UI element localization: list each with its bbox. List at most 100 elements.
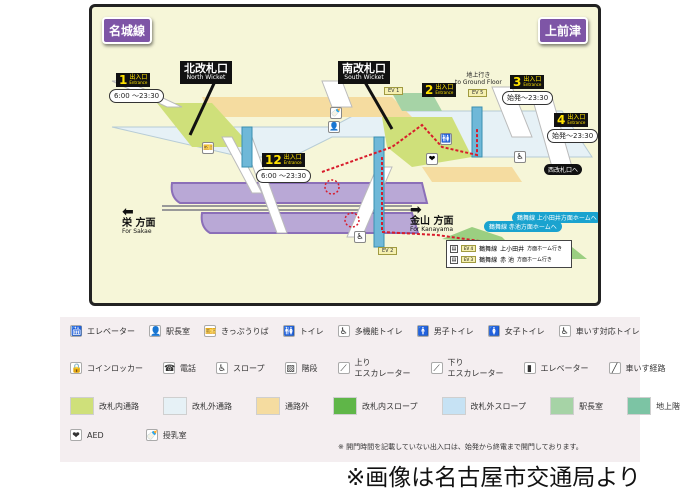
ev-box-row: ▤ EV 4 鶴舞線 上小田井 方面ホーム行き — [450, 244, 562, 253]
exit-4-hours: 始発〜23:30 — [547, 129, 598, 143]
exit-1-hours: 6:00 〜23:30 — [109, 89, 165, 103]
off-limits-area — [202, 97, 412, 117]
legend-label: 改札外通路 — [192, 401, 232, 411]
north-wicket-label: 北改札口 North Wicket — [180, 61, 232, 84]
legend-label: 車いす対応トイレ — [575, 326, 640, 336]
legend-label: 駅長室 — [579, 401, 604, 411]
ev-box-row: ▤ EV 3 鶴舞線 赤 池 方面ホーム行き — [450, 255, 552, 264]
legend-item: 改札外通路 — [163, 397, 232, 415]
image-credit: ※画像は名古屋市交通局より — [346, 465, 641, 491]
legend-label: 上り エスカレーター — [354, 358, 411, 378]
legend-row-other: ❤ AED 🍼 授乳室 — [70, 429, 187, 441]
wheelchair-route-icon: ╱ — [608, 362, 621, 374]
legend-item: 🍼 授乳室 — [145, 429, 187, 441]
legend-item: ❤ AED — [70, 429, 104, 441]
north-wicket-pointer — [188, 76, 219, 136]
nursing-room-icon: 🍼 — [145, 429, 158, 441]
tsurumai-kamiotai-link[interactable]: 鶴舞線 上小田井方面ホームへ — [512, 212, 598, 223]
color-swatch — [550, 397, 575, 415]
ticket-icon: 🎫 — [204, 325, 217, 337]
legend-item: ☎電話 — [163, 362, 196, 374]
elevator-icon: ▤ — [450, 244, 458, 253]
legend-item: 通路外 — [256, 397, 309, 415]
legend-label: 多機能トイレ — [354, 326, 403, 336]
legend-item: ♿ 車いす対応トイレ — [558, 325, 640, 337]
south-wicket-pointer — [360, 76, 394, 130]
ev1-tag: EV 1 — [384, 87, 404, 95]
color-swatch — [627, 397, 652, 415]
slope-icon: ♿ — [354, 231, 366, 243]
legend-label: コインロッカー — [87, 363, 143, 373]
ground-floor-label: 地上行き to Ground Floor — [455, 72, 502, 86]
legend-item: 👤 駅長室 — [149, 325, 190, 337]
legend-row-facilities: 🛗エレベーター👤駅長室🎫きっぷうりば🚻トイレ♿多機能トイレ🚹男子トイレ🚺女子トイ… — [70, 325, 640, 337]
tsurumai-akaike-link[interactable]: 鶴舞線 赤池方面ホームへ — [484, 221, 562, 232]
legend-label: 授乳室 — [162, 430, 187, 440]
exit-3-hours: 始発〜23:30 — [502, 91, 554, 105]
mens-toilet-icon: 🚹 — [416, 325, 429, 337]
multipurpose-toilet-icon: ♿ — [337, 325, 350, 337]
aed-icon: ❤ — [70, 429, 82, 441]
station-office — [392, 93, 442, 111]
legend-item: 🚺 女子トイレ — [487, 325, 545, 337]
color-swatch — [333, 397, 357, 415]
legend-label: 改札内スロープ — [362, 401, 418, 411]
nursing-room-icon: 🍼 — [330, 107, 342, 119]
inside-passage-south — [382, 117, 472, 167]
station-badge: 上前津 — [537, 17, 588, 44]
station-master-icon: 👤 — [328, 121, 340, 133]
legend-item: ▨階段 — [284, 362, 318, 374]
elevator-shaft-icon: ▮ — [523, 362, 536, 374]
aed-icon: ❤ — [426, 153, 438, 165]
legend-label: 地上階 — [656, 401, 681, 411]
ev2-tag: EV 2 — [378, 247, 398, 255]
legend-label: 女子トイレ — [504, 326, 545, 336]
slope-icon: ♿ — [216, 362, 228, 374]
legend-label: 下り エスカレーター — [447, 358, 504, 378]
color-swatch — [256, 397, 280, 415]
womens-toilet-icon: 🚺 — [487, 325, 500, 337]
opening-hours-note: ※ 開門時間を記載していない出入口は、始発から終電まで開門しております。 — [338, 443, 583, 451]
line-badge: 名城線 — [102, 17, 153, 44]
ev5-tag: EV 5 — [468, 89, 488, 97]
direction-sakae: ⬅ 栄 方面 For Sakae — [122, 204, 156, 236]
elevator-icon: ▤ — [450, 255, 458, 264]
station-map: 名城線 上前津 北改札口 North Wicket 南改札口 South Wic… — [89, 4, 601, 306]
legend-label: 車いす経路 — [625, 363, 666, 373]
south-wicket-label: 南改札口 South Wicket — [338, 61, 390, 84]
wheelchair-space — [344, 212, 360, 228]
legend-label: エレベーター — [87, 326, 135, 336]
legend-label: 通路外 — [285, 401, 309, 411]
station-master-icon: 👤 — [149, 325, 162, 337]
legend-label: 改札内通路 — [99, 401, 139, 411]
to-west-wicket-link[interactable]: 西改札口へ — [544, 164, 583, 175]
wheelchair-toilet-icon: ♿ — [558, 325, 571, 337]
legend-label: エレベーター — [540, 363, 589, 373]
legend-label: AED — [87, 430, 104, 440]
legend-label: 駅長室 — [166, 326, 190, 336]
wheelchair-space — [324, 179, 340, 195]
tsurumai-elevator-box: ▤ EV 4 鶴舞線 上小田井 方面ホーム行き ▤ EV 3 鶴舞線 赤 池 方… — [446, 240, 572, 268]
legend-item: ♿ 多機能トイレ — [337, 325, 403, 337]
legend-label: 男子トイレ — [433, 326, 474, 336]
exit-12-hours: 6:00 〜23:30 — [256, 169, 312, 183]
direction-kanayama: ➡ 金山 方面 For Kanayama — [410, 202, 454, 234]
down-escalator-icon: ⟋ — [430, 362, 443, 374]
stairs-icon: ▨ — [284, 362, 297, 374]
color-swatch — [163, 397, 187, 415]
legend-item: 🚹 男子トイレ — [416, 325, 474, 337]
map-drawing — [111, 76, 593, 266]
legend-item: ▮ エレベーター — [523, 362, 589, 374]
up-escalator-icon: ⟋ — [337, 362, 350, 374]
off-limits-area-2 — [422, 167, 522, 182]
platform-upper — [170, 182, 429, 204]
legend-label: トイレ — [299, 326, 324, 336]
legend: 🛗エレベーター👤駅長室🎫きっぷうりば🚻トイレ♿多機能トイレ🚹男子トイレ🚺女子トイ… — [60, 317, 680, 462]
legend-item: ♿スロープ — [216, 362, 265, 374]
legend-item: 改札内スロープ — [333, 397, 418, 415]
elevator-icon: 🛗 — [70, 325, 83, 337]
